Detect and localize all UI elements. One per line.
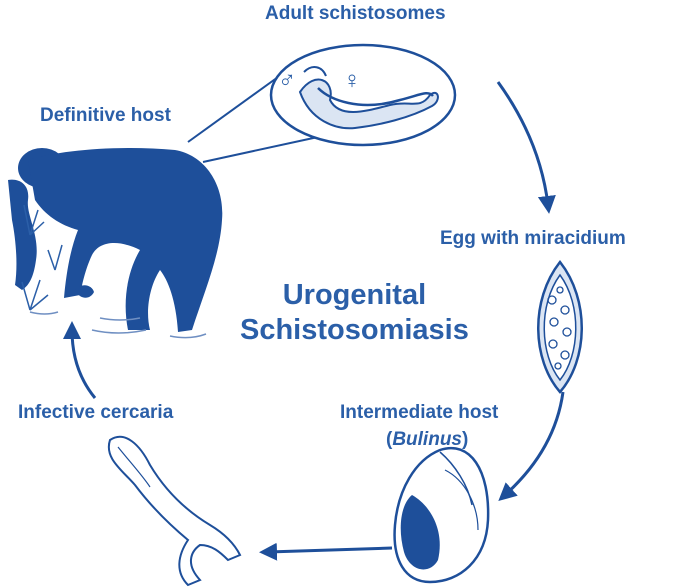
intermediate-host-label: Intermediate host bbox=[340, 403, 498, 424]
bulinus-name: Bulinus bbox=[392, 429, 462, 450]
cercaria-illustration bbox=[109, 437, 240, 585]
arrow-egg-to-snail bbox=[505, 392, 563, 495]
arrow-snail-to-cercaria bbox=[268, 548, 392, 552]
title-line-1: Urogenital bbox=[240, 278, 469, 313]
diagram-title: Urogenital Schistosomiasis bbox=[240, 278, 469, 348]
egg-label: Egg with miracidium bbox=[440, 229, 626, 250]
arrow-cercaria-to-host bbox=[72, 330, 95, 398]
cercaria-label: Infective cercaria bbox=[18, 403, 173, 424]
adult-schistosomes-label: Adult schistosomes bbox=[265, 4, 446, 25]
arrow-adult-to-egg bbox=[498, 82, 548, 205]
adult-worms-inset bbox=[188, 45, 455, 162]
definitive-host-label: Definitive host bbox=[40, 106, 171, 127]
human-host-illustration bbox=[8, 148, 222, 332]
male-symbol: ♂ bbox=[278, 68, 296, 94]
intermediate-host-genus: (Bulinus) bbox=[386, 430, 468, 451]
egg-illustration bbox=[538, 262, 582, 392]
title-line-2: Schistosomiasis bbox=[240, 313, 469, 348]
female-symbol: ♀ bbox=[343, 68, 361, 94]
snail-illustration bbox=[395, 448, 489, 582]
